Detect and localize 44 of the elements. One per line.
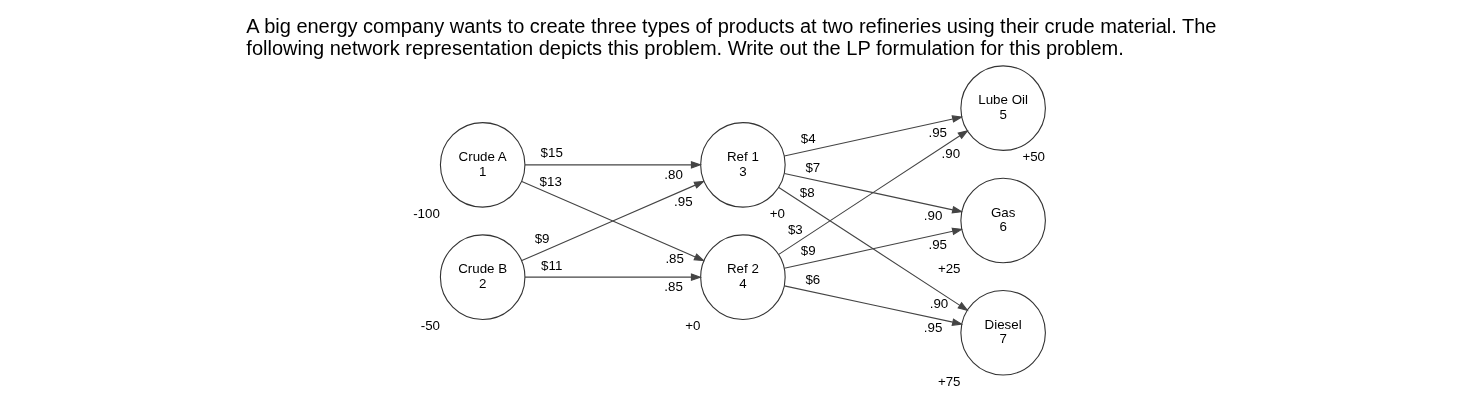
edge-label: .85 [665, 251, 684, 267]
node-label: +0 [769, 205, 785, 221]
edge-label: $11 [541, 257, 563, 273]
edge-label: .80 [664, 167, 683, 183]
edge-label: .90 [929, 296, 949, 312]
edge-label: $15 [540, 145, 563, 161]
edge-label: $7 [805, 160, 821, 176]
edge-label: .95 [923, 320, 943, 336]
node-circle: Gas 6 [960, 177, 1046, 264]
arrow [783, 285, 964, 326]
edge-label: $8 [799, 184, 815, 200]
node-circle: Ref 2 4 [700, 234, 786, 320]
arrow [783, 115, 964, 157]
edge-label: .90 [923, 208, 943, 224]
edge-label: $3 [787, 222, 803, 238]
edge-label: .90 [941, 146, 961, 162]
edge-label: $9 [534, 231, 550, 247]
node-circle: Diesel 7 [960, 289, 1046, 376]
arrow [783, 173, 964, 214]
arrow [524, 160, 703, 169]
edge-label: $13 [539, 173, 562, 189]
arrow [778, 129, 969, 255]
node-circle: Ref 1 3 [700, 122, 786, 208]
arrow [778, 186, 969, 312]
node-circle: Crude A 1 [439, 122, 526, 208]
node-label: +75 [937, 373, 961, 389]
edge-label: .95 [928, 237, 947, 253]
node-label: +0 [685, 318, 701, 334]
edge-label: .85 [664, 279, 683, 295]
node-label: +50 [1022, 149, 1046, 165]
edge-label: .95 [674, 193, 693, 209]
node-circle: Crude B 2 [439, 234, 526, 320]
edge-label: $6 [805, 272, 821, 288]
arrow [521, 180, 706, 262]
node-label: +25 [937, 261, 961, 277]
edge-label: $4 [800, 131, 816, 147]
arrow [524, 273, 703, 282]
arrow [783, 227, 964, 269]
diagram-title: A big energy company wants to create three types of products at two refineries using their crude material. The following network representation depicts this problem. Write out the LP formulation for this problem. [246, 14, 1217, 60]
node-label: -100 [413, 205, 440, 221]
node-label: -50 [420, 318, 441, 334]
node-circle: Lube Oil 5 [960, 65, 1046, 151]
edge-label: $9 [800, 243, 816, 259]
edge-label: .95 [928, 124, 947, 140]
